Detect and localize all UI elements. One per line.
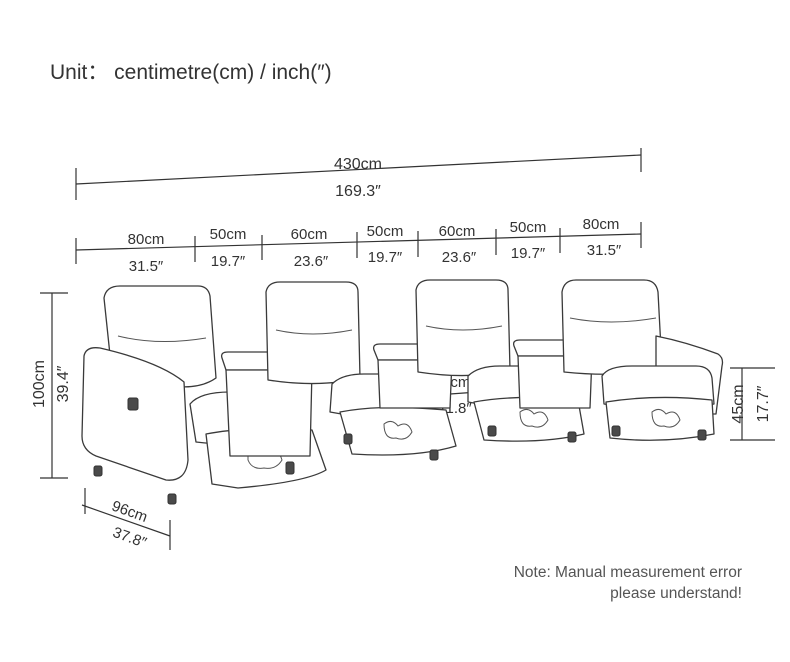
depth-dimension: 96cm 37.8″: [81, 488, 171, 552]
seg1-inch: 31.5″: [129, 258, 164, 275]
note-line-1: Note: Manual measurement error: [513, 564, 742, 581]
seg6-inch: 19.7″: [511, 245, 546, 262]
height-cm: 100cm: [31, 360, 48, 408]
seat-4: [561, 279, 724, 441]
seg4-cm: 50cm: [367, 223, 404, 240]
seg6-cm: 50cm: [510, 219, 547, 236]
note-line-2: please understand!: [610, 585, 742, 602]
segment-dimensions: 80cm 31.5″ 50cm 19.7″ 60cm 23.6″ 50cm 19…: [75, 216, 642, 275]
seg3-cm: 60cm: [291, 226, 328, 243]
total-cm: 430cm: [334, 156, 382, 173]
seg5-cm: 60cm: [439, 223, 476, 240]
seat-height-dimension: 45cm 17.7″: [730, 367, 775, 441]
seat-height-cm: 45cm: [730, 384, 747, 423]
unit-label: Unit： centimetre(cm) / inch(″): [50, 61, 332, 84]
seg7-cm: 80cm: [583, 216, 620, 233]
height-dimension: 100cm 39.4″: [31, 292, 72, 479]
depth-inch: 37.8″: [110, 524, 149, 552]
seg5-inch: 23.6″: [442, 249, 477, 266]
height-inch: 39.4″: [55, 365, 72, 402]
sofa-illustration: [81, 279, 724, 505]
total-inch: 169.3″: [335, 183, 381, 200]
total-width-dimension: 430cm 169.3″: [75, 148, 642, 200]
seg2-cm: 50cm: [210, 226, 247, 243]
seg2-inch: 19.7″: [211, 253, 246, 270]
seat-height-inch: 17.7″: [755, 385, 772, 422]
seg4-inch: 19.7″: [368, 249, 403, 266]
seg1-cm: 80cm: [128, 231, 165, 248]
seg7-inch: 31.5″: [587, 242, 622, 259]
seg3-inch: 23.6″: [294, 253, 329, 270]
measurement-note: Note: Manual measurement error please un…: [514, 562, 742, 604]
